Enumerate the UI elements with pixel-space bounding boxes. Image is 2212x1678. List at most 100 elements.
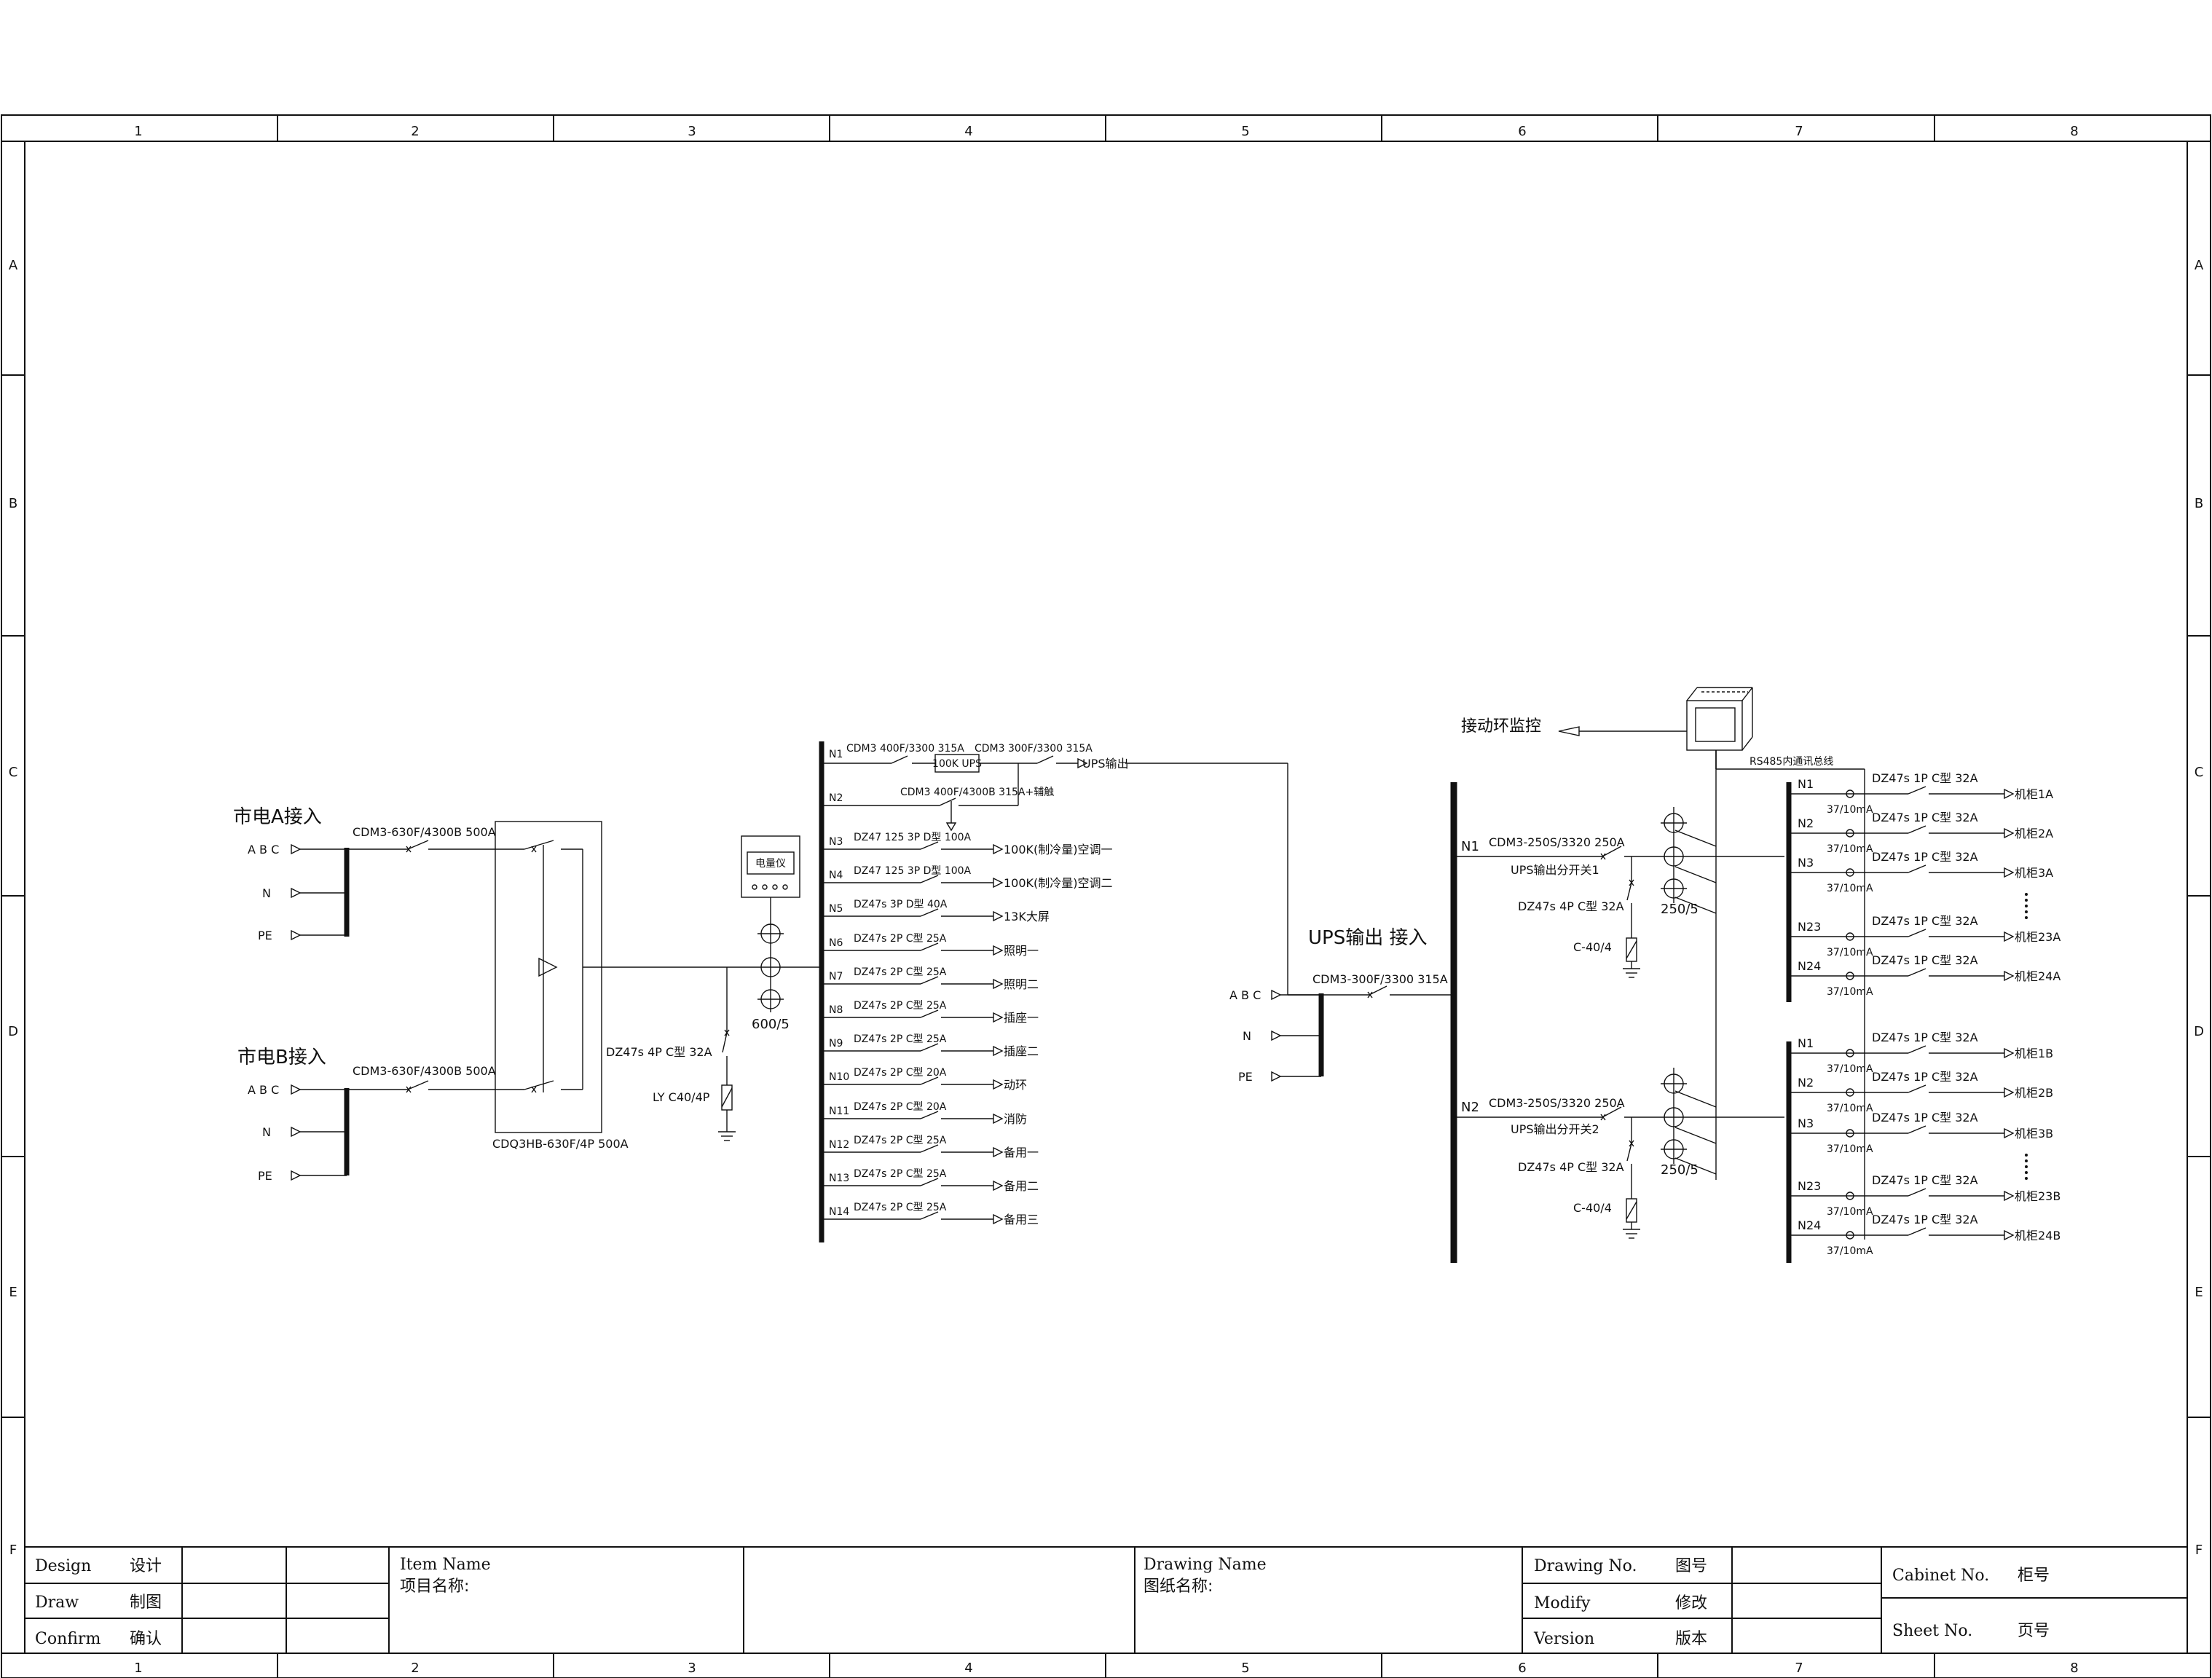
dist-row-load: 照明二 <box>1004 977 1039 991</box>
cabinet-row-breaker: DZ47s 1P C型 32A <box>1872 1031 1978 1044</box>
design-label-cn: 设计 <box>130 1557 162 1575</box>
col-label-8b: 8 <box>2070 1661 2078 1676</box>
ups-branch-2-no: N2 <box>1461 1100 1479 1115</box>
draw-label-en: Draw <box>35 1594 79 1612</box>
ups-input: UPS输出 接入 A B C N PE CDM3-300F/3300 315A <box>1229 927 1454 1084</box>
design-label-en: Design <box>35 1557 91 1575</box>
row-label-b-r: B <box>2195 496 2203 511</box>
dist-row-arrow <box>993 1012 1004 1023</box>
drawing-name-label-cn: 图纸名称: <box>1144 1577 1213 1596</box>
dist-row-switch <box>920 1111 939 1119</box>
dist-row-load: 100K(制冷量)空调二 <box>1004 876 1113 890</box>
ups-branch-1: N1 CDM3-250S/3320 250A UPS输出分开关1 DZ47s 4… <box>1454 807 1784 978</box>
col-label-5b: 5 <box>1241 1661 1249 1676</box>
ups-branch-1-spd: DZ47s 4P C型 32A <box>1518 899 1624 913</box>
dist-row-switch <box>920 1178 939 1186</box>
cabinet-row-ct-symbol <box>1846 1191 1854 1200</box>
cabinet-row-load: 机柜3B <box>2015 1127 2053 1141</box>
cabinet-row-load: 机柜3A <box>2015 866 2053 880</box>
ats-switch: CDQ3HB-630F/4P 500A <box>492 821 629 1151</box>
dist-row-breaker: DZ47s 2P C型 25A <box>854 1000 947 1012</box>
dist-row-no: N4 <box>829 870 843 881</box>
ats-label: CDQ3HB-630F/4P 500A <box>492 1137 629 1151</box>
cabinet-row-arrow <box>2004 970 2015 982</box>
cabinet-row-ct-symbol <box>1846 1088 1854 1097</box>
dist-row-breaker: DZ47s 2P C型 20A <box>854 1101 947 1113</box>
source-a-breaker-label: CDM3-630F/4300B 500A <box>353 825 496 839</box>
ups-input-pe-label: PE <box>1238 1070 1253 1084</box>
cabinet-row-arrow <box>2004 931 2015 942</box>
cabinet-row-ct: 37/10mA <box>1827 986 1873 998</box>
cabinet-row-load: 机柜23A <box>2015 930 2061 944</box>
cabinet-row-breaker: DZ47s 1P C型 32A <box>1872 953 1978 967</box>
cabinet-no-label-en: Cabinet No. <box>1892 1567 1989 1585</box>
modify-label-cn: 修改 <box>1675 1594 1707 1612</box>
cabinet-row-ct-symbol <box>1846 1129 1854 1138</box>
dist-n1-load: UPS输出 <box>1082 757 1129 771</box>
version-label-cn: 版本 <box>1675 1630 1707 1648</box>
dist-row-load: 消防 <box>1004 1112 1027 1126</box>
dist-row-load: 插座二 <box>1004 1044 1039 1058</box>
cabinet-row-switch <box>1908 929 1926 937</box>
cabinet-row-load: 机柜24A <box>2015 969 2061 983</box>
col-label-5: 5 <box>1241 124 1249 139</box>
cabinet-row-load: 机柜2A <box>2015 827 2053 840</box>
dist-row-switch <box>920 976 939 985</box>
cabinet-row-switch <box>1908 1045 1926 1054</box>
ups-input-title: UPS输出 接入 <box>1308 927 1427 949</box>
cabinet-row-no: N23 <box>1798 920 1821 934</box>
spd-breaker-label: DZ47s 4P C型 32A <box>606 1045 712 1059</box>
dist-row-no: N7 <box>829 971 843 982</box>
dist-row-arrow <box>993 945 1004 956</box>
cabinet-row-switch <box>1908 825 1926 834</box>
dist-row-load: 备用三 <box>1004 1213 1039 1226</box>
ellipsis-b <box>2025 1154 2028 1180</box>
cabinet-row-breaker: DZ47s 1P C型 32A <box>1872 1111 1978 1124</box>
drawing-no-label-cn: 图号 <box>1675 1557 1707 1575</box>
cabinet-row-breaker: DZ47s 1P C型 32A <box>1872 1070 1978 1084</box>
row-label-e: E <box>9 1285 17 1300</box>
ups-input-breaker-label: CDM3-300F/3300 315A <box>1312 972 1448 986</box>
cabinet-row-switch <box>1908 1227 1926 1236</box>
dist-row-breaker: DZ47s 2P C型 25A <box>854 1033 947 1045</box>
cabinet-row-no: N3 <box>1798 1116 1814 1130</box>
dist-row-switch <box>920 1043 939 1052</box>
cabinet-row-ct: 37/10mA <box>1827 843 1873 855</box>
col-label-2b: 2 <box>411 1661 419 1676</box>
cabinet-row-no: N23 <box>1798 1179 1821 1193</box>
drawing-frame: 1 2 3 4 5 6 7 8 1 2 3 4 5 6 7 8 A B C D … <box>1 114 2211 1678</box>
meter-ct-label: 600/5 <box>752 1017 790 1032</box>
dist-row-load: 照明一 <box>1004 944 1039 958</box>
col-label-3: 3 <box>688 124 696 139</box>
dist-n1-extra: CDM3 300F/3300 315A <box>975 743 1093 755</box>
dist-row-no: N3 <box>829 836 843 848</box>
dist-row-switch <box>920 1144 939 1153</box>
dist-row-no: N6 <box>829 937 843 949</box>
dist-row-arrow <box>993 843 1004 855</box>
dist-n1-breaker: CDM3 400F/3300 315A <box>846 743 964 755</box>
row-label-c: C <box>9 765 18 780</box>
dist-row-arrow <box>993 1180 1004 1191</box>
cabinet-row-no: N24 <box>1798 959 1821 973</box>
dist-row-no: N13 <box>829 1173 849 1184</box>
row-label-b: B <box>9 496 17 511</box>
drawing-no-label-en: Drawing No. <box>1534 1557 1637 1575</box>
ups-branch-2-breaker: CDM3-250S/3320 250A <box>1489 1096 1625 1110</box>
row-label-f-r: F <box>2195 1543 2203 1558</box>
dist-row-load: 插座一 <box>1004 1011 1039 1025</box>
dist-row-load: 备用一 <box>1004 1146 1039 1159</box>
cabinet-row-switch <box>1908 1084 1926 1093</box>
sheet-no-label-cn: 页号 <box>2018 1622 2050 1640</box>
cabinet-row-no: N2 <box>1798 816 1814 830</box>
